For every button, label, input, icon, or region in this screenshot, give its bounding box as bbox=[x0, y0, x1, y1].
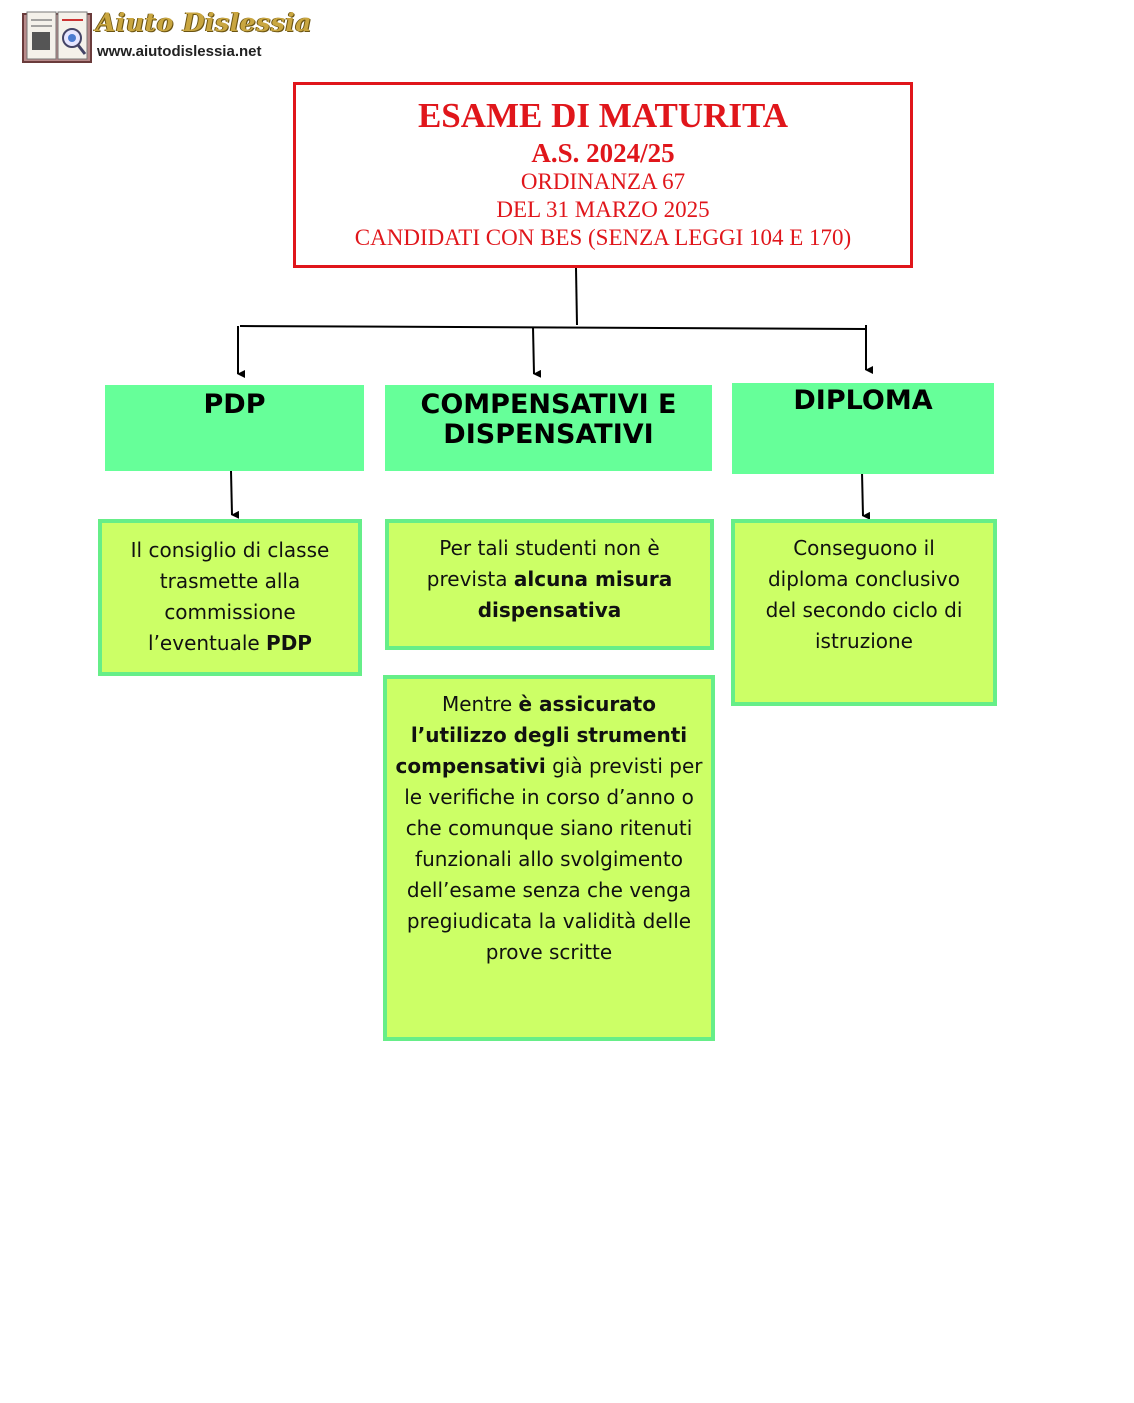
dispensative-detail-box: Per tali studenti non è prevista alcuna … bbox=[385, 519, 714, 650]
arrow-diploma-detail bbox=[861, 471, 871, 520]
compensativi-heading-line1: COMPENSATIVI E bbox=[420, 389, 677, 420]
logo-book-icon bbox=[22, 10, 92, 64]
school-year: A.S. 2024/25 bbox=[531, 138, 675, 168]
diploma-detail-text: Conseguono il diploma conclusivo del sec… bbox=[765, 536, 963, 653]
compensative-text-c: già previsti per le verifiche in corso d… bbox=[404, 754, 703, 964]
title-box: ESAME DI MATURITA A.S. 2024/25 ORDINANZA… bbox=[293, 82, 913, 268]
pdp-detail-text: Il consiglio di classe trasmette alla co… bbox=[102, 535, 358, 659]
arrow-to-compensativi bbox=[532, 326, 542, 378]
horizontal-bar bbox=[239, 325, 867, 330]
diploma-heading-box: DIPLOMA bbox=[732, 383, 994, 474]
ordinance-number: ORDINANZA 67 bbox=[520, 169, 686, 194]
compensative-detail-text: Mentre è assicurato l’utilizzo degli str… bbox=[387, 689, 711, 968]
pdp-detail-text-bold: PDP bbox=[266, 631, 312, 655]
trunk-line bbox=[575, 267, 578, 326]
compensativi-heading-box: COMPENSATIVI E DISPENSATIVI bbox=[385, 385, 712, 471]
main-title: ESAME DI MATURITA bbox=[417, 96, 789, 135]
ordinance-date: DEL 31 MARZO 2025 bbox=[496, 197, 710, 222]
pdp-heading-box: PDP bbox=[105, 385, 364, 471]
arrow-pdp-detail bbox=[230, 470, 240, 519]
compensative-detail-box: Mentre è assicurato l’utilizzo degli str… bbox=[383, 675, 715, 1041]
diploma-detail-box: Conseguono il diploma conclusivo del sec… bbox=[731, 519, 997, 706]
compensative-text-bold: è assicurato l’utilizzo degli strumenti … bbox=[395, 692, 688, 778]
logo-title: Aiuto Dislessia bbox=[96, 8, 312, 37]
dispensative-detail-text: Per tali studenti non è prevista alcuna … bbox=[389, 533, 710, 626]
dispensative-text-bold: alcuna misura dispensativa bbox=[477, 567, 673, 622]
compensative-text-a: Mentre bbox=[442, 692, 519, 716]
logo-url[interactable]: www.aiutodislessia.net bbox=[97, 43, 262, 60]
diploma-heading: DIPLOMA bbox=[793, 385, 933, 416]
compensativi-heading-line2: DISPENSATIVI bbox=[443, 419, 654, 450]
dispensative-text-a: Per tali studenti non è prevista bbox=[426, 536, 660, 591]
candidates-subtitle: CANDIDATI CON BES (SENZA LEGGI 104 E 170… bbox=[354, 225, 852, 250]
pdp-heading: PDP bbox=[203, 389, 266, 420]
pdp-detail-box: Il consiglio di classe trasmette alla co… bbox=[98, 519, 362, 676]
pdp-detail-text-a: Il consiglio di classe trasmette alla co… bbox=[130, 538, 330, 655]
